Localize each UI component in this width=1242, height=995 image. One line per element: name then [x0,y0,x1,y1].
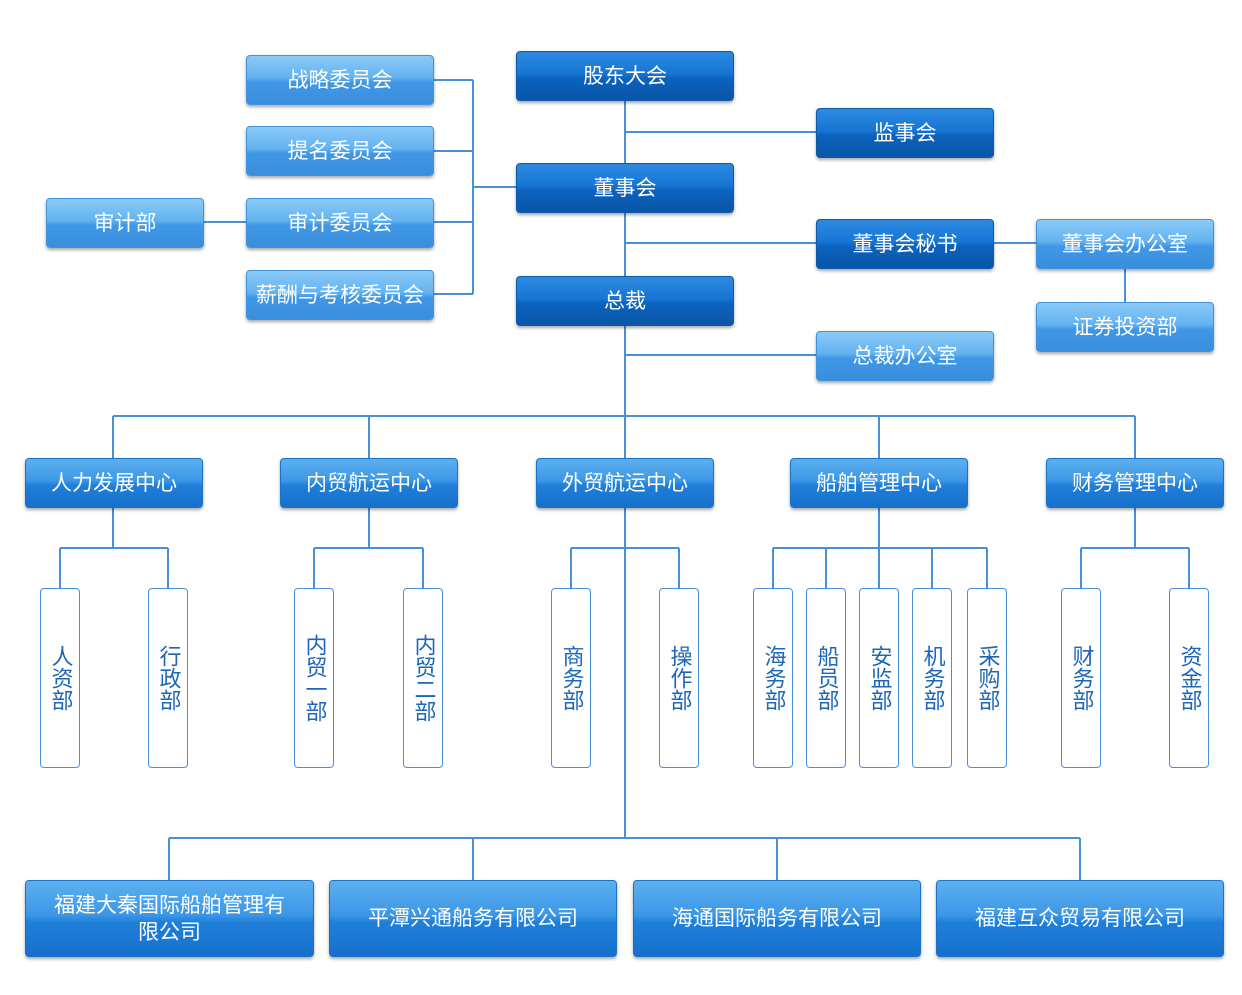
shareholders-meeting-box: 股东大会 [516,51,734,101]
center-box: 船舶管理中心 [790,458,968,508]
dept-box: 财务部 [1061,588,1101,768]
dept-label: 行政部 [155,645,181,711]
dept-box: 机务部 [912,588,952,768]
center-label: 人力发展中心 [51,470,177,495]
dept-label: 内贸一部 [301,634,327,722]
dept-label: 安监部 [866,645,892,711]
center-box: 财务管理中心 [1046,458,1224,508]
securities-dept-label: 证券投资部 [1072,314,1178,339]
president-office-label: 总裁办公室 [852,343,958,368]
dept-label: 商务部 [558,645,584,711]
dept-label: 机务部 [919,645,945,711]
strategy-committee-label: 战略委员会 [287,67,393,92]
subsidiary-box: 福建互众贸易有限公司 [936,880,1224,957]
dept-label: 内贸二部 [410,634,436,722]
dept-box: 采购部 [967,588,1007,768]
center-label: 外贸航运中心 [562,470,688,495]
supervisory-board-box: 监事会 [816,108,994,158]
audit-committee-box: 审计委员会 [246,198,434,248]
dept-box: 船员部 [806,588,846,768]
dept-label: 采购部 [974,645,1000,711]
board-secretary-box: 董事会秘书 [816,219,994,269]
compensation-committee-box: 薪酬与考核委员会 [246,270,434,320]
dept-label: 操作部 [666,645,692,711]
center-box: 内贸航运中心 [280,458,458,508]
dept-box: 内贸一部 [294,588,334,768]
subsidiary-label: 福建互众贸易有限公司 [975,906,1185,930]
board-secretary-label: 董事会秘书 [852,231,958,256]
supervisory-board-label: 监事会 [873,120,937,145]
strategy-committee-box: 战略委员会 [246,55,434,105]
center-label: 财务管理中心 [1072,470,1198,495]
president-office-box: 总裁办公室 [816,331,994,381]
board-office-label: 董事会办公室 [1062,231,1188,256]
dept-box: 人资部 [40,588,80,768]
subsidiary-box: 福建大秦国际船舶管理有限公司 [25,880,314,957]
center-box: 外贸航运中心 [536,458,714,508]
board-of-directors-label: 董事会 [593,175,657,200]
dept-label: 人资部 [47,645,73,711]
dept-label: 海务部 [760,645,786,711]
president-label: 总裁 [604,288,646,313]
dept-box: 操作部 [659,588,699,768]
subsidiary-box: 平潭兴通船务有限公司 [329,880,617,957]
subsidiary-label: 海通国际船务有限公司 [672,906,882,930]
subsidiary-label: 平潭兴通船务有限公司 [368,906,578,930]
subsidiary-box: 海通国际船务有限公司 [633,880,921,957]
securities-dept-box: 证券投资部 [1036,302,1214,352]
audit-dept-box: 审计部 [46,198,204,248]
board-office-box: 董事会办公室 [1036,219,1214,269]
dept-box: 安监部 [859,588,899,768]
audit-dept-label: 审计部 [93,210,157,235]
center-label: 内贸航运中心 [306,470,432,495]
center-box: 人力发展中心 [25,458,203,508]
nomination-committee-label: 提名委员会 [287,138,393,163]
shareholders-meeting-label: 股东大会 [583,63,667,88]
dept-label: 船员部 [813,645,839,711]
compensation-committee-label: 薪酬与考核委员会 [256,282,424,307]
audit-committee-label: 审计委员会 [287,210,393,235]
dept-box: 资金部 [1169,588,1209,768]
board-of-directors-box: 董事会 [516,163,734,213]
dept-box: 内贸二部 [403,588,443,768]
president-box: 总裁 [516,276,734,326]
nomination-committee-box: 提名委员会 [246,126,434,176]
dept-box: 海务部 [753,588,793,768]
dept-label: 资金部 [1176,645,1202,711]
subsidiary-label: 福建大秦国际船舶管理有限公司 [54,892,285,944]
center-label: 船舶管理中心 [816,470,942,495]
dept-box: 商务部 [551,588,591,768]
dept-label: 财务部 [1068,645,1094,711]
dept-box: 行政部 [148,588,188,768]
